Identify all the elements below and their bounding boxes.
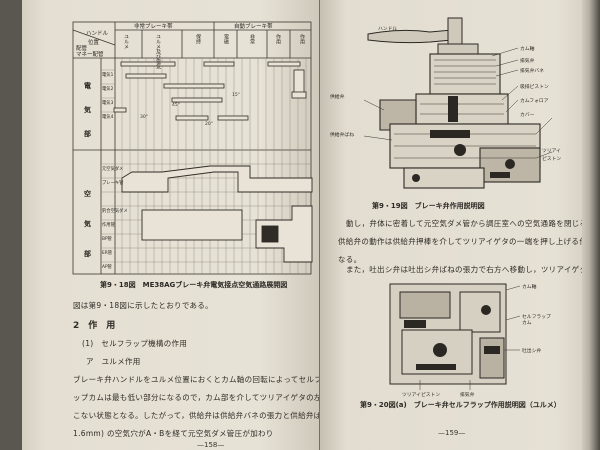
svg-text:気: 気 (84, 105, 91, 114)
svg-text:作用: 作用 (299, 33, 305, 45)
paragraph-line: ップカムは最も低い部分になるので，カム部を介してツリアイゲタの左端に (73, 393, 319, 402)
svg-text:ツリアイ: ツリアイ (542, 148, 561, 154)
svg-text:吐出シ弁: 吐出シ弁 (522, 347, 541, 354)
svg-text:電気1: 電気1 (102, 71, 114, 78)
self-lap-cross-section: カム軸 セルフラップ カム 吐出シ弁 ツリアイピストン 排気弁 (389, 283, 551, 398)
svg-text:作用管: 作用管 (102, 221, 116, 228)
section-heading: 2 作 用 (73, 321, 116, 331)
svg-text:排気弁バネ: 排気弁バネ (520, 67, 544, 74)
paragraph-line: ブレーキ弁ハンドルをユルメ位置におくとカム軸の回転によってセルフラ (73, 375, 319, 384)
paragraph-line: 1.6mm) の空気穴がA・Bを経て元空気ダメ管圧が加わり (73, 429, 274, 438)
svg-text:位置: 位置 (88, 38, 100, 46)
svg-text:気: 気 (84, 219, 91, 228)
svg-text:ユルメ及び電気: ユルメ及び電気 (155, 34, 161, 70)
paragraph-line: 供給弁の動作は供給弁押棒を介してツリアイゲタの一端を押し上げる作用と (338, 237, 582, 246)
valve-piping-diagram: 45° 20° 30° 15° 非常ブレーキ帯 自動ブレーキ帯 ハンドル 位置 … (72, 21, 313, 275)
svg-text:15°: 15° (232, 92, 240, 98)
svg-text:元空気ダメ: 元空気ダメ (102, 165, 123, 172)
svg-text:非常: 非常 (249, 33, 255, 45)
page-number: —159— (438, 429, 466, 437)
svg-text:20°: 20° (205, 121, 213, 127)
svg-text:吸排ピストン: 吸排ピストン (520, 83, 549, 90)
page-number: —158— (197, 441, 225, 449)
svg-text:カムフォロア: カムフォロア (520, 98, 549, 104)
svg-text:ハンドル: ハンドル (378, 27, 397, 32)
left-page: 45° 20° 30° 15° 非常ブレーキ帯 自動ブレーキ帯 ハンドル 位置 … (22, 0, 319, 450)
paragraph-line: 動し，弁体に密着して元空気ダメ管から調圧室への空気通路を閉じる。この (346, 219, 582, 228)
right-page: ハンドル カム軸 排気弁 排気弁バネ 吸排ピストン カムフォロア カバー 供給弁… (320, 0, 582, 450)
subheading: (1) セルフラップ機構の作用 (82, 339, 188, 348)
svg-text:セルフラップ: セルフラップ (522, 314, 551, 320)
svg-text:供給弁ばね: 供給弁ばね (330, 131, 354, 138)
col-header-auto: 自動ブレーキ帯 (234, 22, 273, 30)
svg-text:保持: 保持 (195, 33, 201, 45)
svg-text:部: 部 (84, 129, 91, 138)
svg-text:釣合空気ダメ: 釣合空気ダメ (102, 207, 128, 214)
svg-text:電: 電 (84, 81, 91, 90)
svg-text:ブレーキ管: ブレーキ管 (102, 179, 124, 186)
svg-text:30°: 30° (140, 114, 148, 120)
figure-19-caption: 第9・19図 ブレーキ弁作用説明図 (372, 202, 485, 210)
paragraph-line: また，吐出シ弁は吐出シ弁ばねの張力で右方へ移動し，ツリアイゲタの他 (346, 265, 582, 274)
svg-text:排気弁: 排気弁 (460, 391, 475, 398)
svg-text:電気3: 電気3 (102, 99, 114, 106)
svg-text:カム軸: カム軸 (520, 45, 535, 52)
page-edge (582, 0, 600, 450)
text-line: 図は第9・18図に示したとおりである。 (73, 301, 213, 310)
svg-text:作用: 作用 (275, 33, 281, 45)
svg-text:電磁: 電磁 (223, 34, 229, 45)
svg-text:ツリアイピストン: ツリアイピストン (402, 392, 440, 398)
svg-text:配管: 配管 (76, 44, 88, 52)
svg-text:マネー配管: マネー配管 (76, 50, 104, 58)
svg-text:ER管: ER管 (102, 249, 113, 256)
svg-text:45°: 45° (172, 102, 180, 108)
svg-text:供給弁: 供給弁 (330, 93, 345, 100)
paragraph-line: なる。 (338, 255, 362, 264)
figure-20-caption: 第9・20図(a) ブレーキ弁セルフラップ作用説明図（ユルメ） (360, 401, 561, 409)
svg-text:電気4: 電気4 (102, 113, 114, 120)
svg-text:ハンドル: ハンドル (86, 31, 109, 37)
figure-18-caption: 第9・18図 ME38AGブレーキ弁電気接点空気通路展開図 (100, 281, 288, 289)
svg-text:電気2: 電気2 (102, 85, 114, 92)
sub-sub-heading: ア ユルメ作用 (86, 357, 141, 366)
paragraph-line: こない状態となる。したがって，供給弁は供給弁バネの張力と供給弁ばねに (73, 411, 319, 420)
svg-text:AP管: AP管 (102, 263, 113, 270)
svg-text:ユルメ: ユルメ (123, 34, 129, 49)
svg-text:空: 空 (84, 189, 91, 198)
svg-text:部: 部 (84, 249, 91, 258)
svg-text:カバー: カバー (520, 112, 535, 118)
svg-text:ピストン: ピストン (542, 156, 561, 162)
col-header-emergency: 非常ブレーキ帯 (134, 22, 173, 30)
svg-text:カム軸: カム軸 (522, 283, 537, 290)
brake-valve-cross-section: ハンドル カム軸 排気弁 排気弁バネ 吸排ピストン カムフォロア カバー 供給弁… (330, 17, 561, 189)
svg-text:BP管: BP管 (102, 235, 113, 242)
svg-text:排気弁: 排気弁 (520, 57, 535, 64)
svg-text:カム: カム (522, 320, 532, 326)
